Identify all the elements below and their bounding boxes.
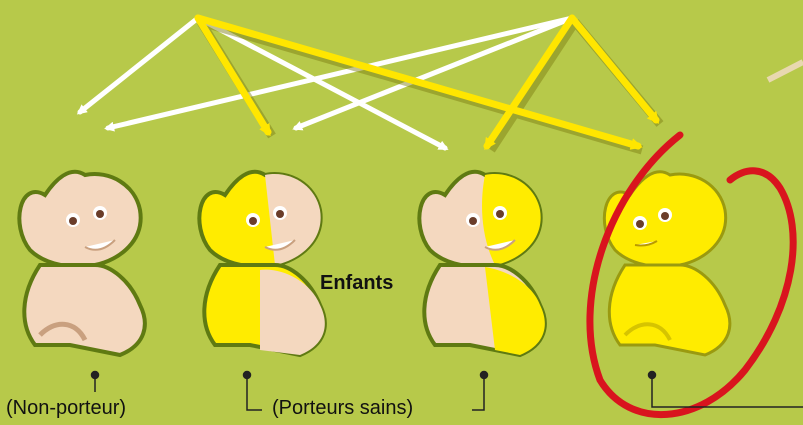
baby-figure-porteur-sain-2 — [419, 172, 544, 355]
children-label: Enfants — [320, 272, 393, 295]
baby-figure-porteur-sain-1 — [199, 172, 324, 355]
arrows-yellow — [198, 18, 656, 146]
healthy-carriers-label: (Porteurs sains) — [272, 397, 413, 420]
baby-figure-non-porteur — [19, 172, 144, 355]
arrow-white-1 — [80, 18, 198, 112]
decorative-stroke — [768, 62, 803, 80]
non-carrier-label: (Non-porteur) — [6, 397, 126, 420]
arrow-yellow-4 — [572, 18, 656, 120]
